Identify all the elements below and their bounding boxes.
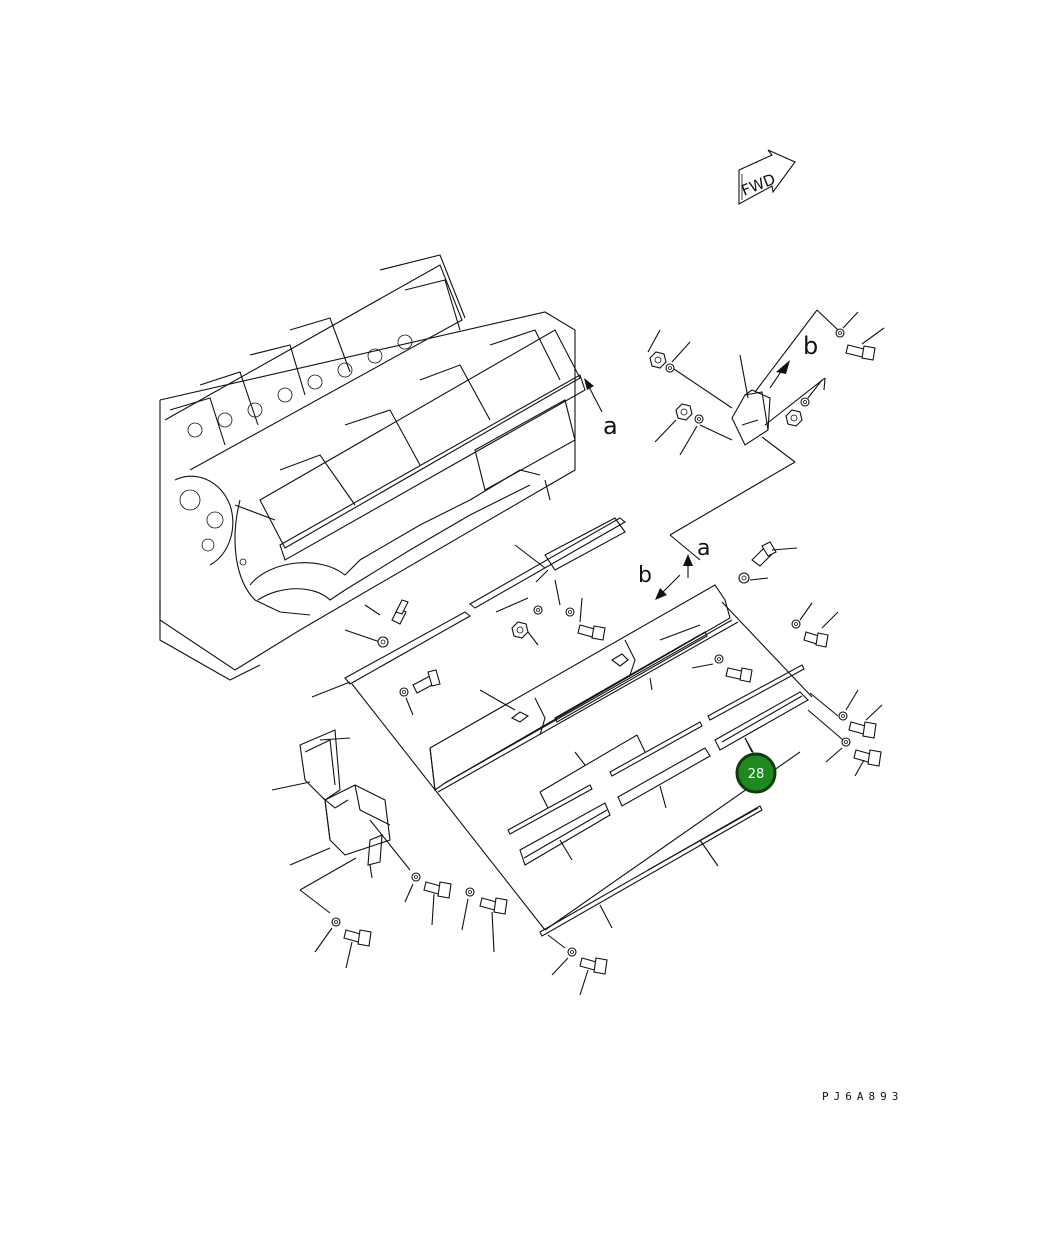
bolt-icon xyxy=(848,704,883,739)
washer-icon xyxy=(551,947,577,976)
bolt-icon xyxy=(479,897,508,953)
washer-icon xyxy=(825,737,851,763)
washer-icon xyxy=(314,917,341,953)
upper-bracket-assembly xyxy=(667,309,839,561)
washer-icon xyxy=(838,689,859,721)
bolt-icon xyxy=(853,749,882,777)
bolt-icon xyxy=(343,929,372,969)
washer-icon xyxy=(835,311,859,338)
lower-bracket-left xyxy=(271,729,351,809)
washer-icon xyxy=(800,379,823,407)
callout-a-mid: a xyxy=(697,536,710,561)
drawing-code: PJ6A893 xyxy=(822,1090,903,1103)
washer-icon xyxy=(679,414,704,456)
bolt-icon xyxy=(725,667,753,683)
bolt-icon xyxy=(412,669,441,694)
engine-block xyxy=(159,254,586,681)
washer-icon xyxy=(461,887,475,931)
washer-icon xyxy=(738,572,769,584)
bolt-icon xyxy=(845,327,885,361)
bolt-icon xyxy=(751,541,798,567)
callout-b-mid: b xyxy=(638,563,652,588)
bolt-icon xyxy=(577,597,606,641)
callout-a-top: a xyxy=(603,412,618,440)
nut-icon xyxy=(654,403,693,443)
callout-b-top: b xyxy=(803,332,818,360)
bolt-icon xyxy=(391,599,409,625)
lower-bracket-box xyxy=(289,784,411,914)
washer-icon xyxy=(665,341,691,373)
nut-icon xyxy=(647,329,667,369)
washer-icon xyxy=(691,654,724,669)
main-heat-shield xyxy=(429,584,739,793)
bolt-icon xyxy=(579,957,608,996)
nut-icon xyxy=(785,409,803,427)
fwd-arrow-icon: FWD xyxy=(738,149,796,205)
bolt-icon xyxy=(423,881,452,926)
washer-icon xyxy=(377,636,389,648)
nut-icon xyxy=(511,621,539,646)
part-number-28: 28 xyxy=(748,767,765,782)
washer-icon xyxy=(399,687,414,716)
bolt-icon xyxy=(803,611,839,648)
washer-icon xyxy=(565,607,575,617)
washer-icon xyxy=(533,605,543,615)
cover-strip-left xyxy=(311,517,626,698)
part-number-badge[interactable]: 28 xyxy=(735,752,777,794)
washer-icon xyxy=(791,602,813,629)
washer-icon xyxy=(404,872,421,903)
